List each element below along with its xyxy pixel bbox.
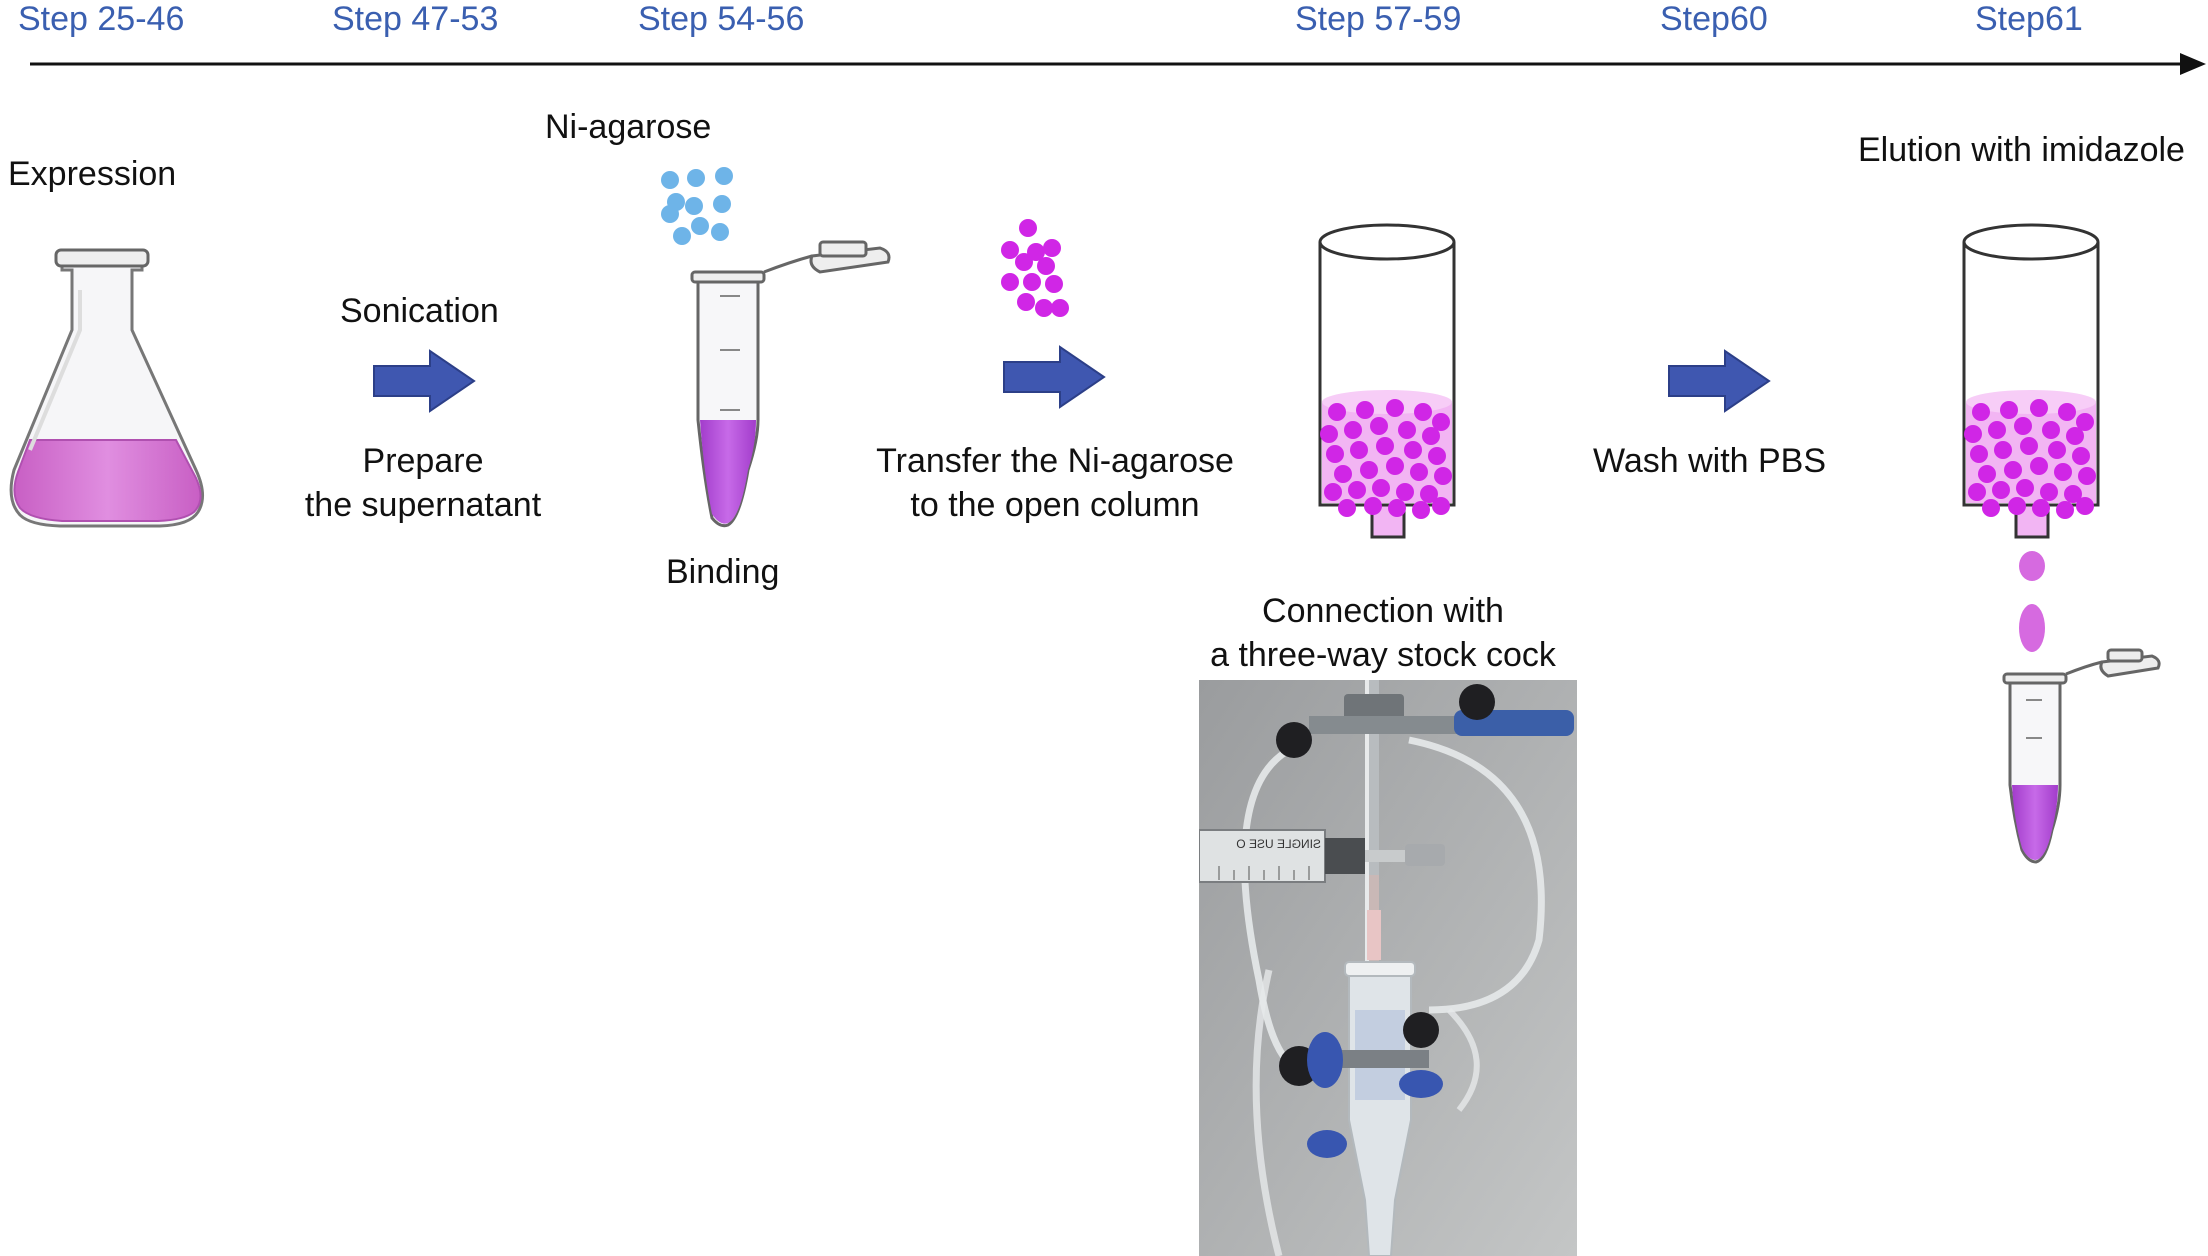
bead [2000, 401, 2018, 419]
label-ni-agarose: Ni-agarose [545, 108, 712, 146]
bead [1404, 441, 1422, 459]
step-label-4: Step 57-59 [1295, 0, 1462, 38]
bead [2004, 461, 2022, 479]
bead [1978, 465, 1996, 483]
eluate-drop [2019, 551, 2045, 581]
bead [1432, 497, 1450, 515]
bead [1386, 457, 1404, 475]
label-transfer: Transfer the Ni-agarose to the open colu… [855, 439, 1255, 527]
bead [1338, 499, 1356, 517]
bead [1386, 399, 1404, 417]
label-connection-line1: Connection with [1262, 592, 1504, 630]
bead [2056, 501, 2074, 519]
bead [1360, 461, 1378, 479]
bead [2014, 417, 2032, 435]
bead [2032, 499, 2050, 517]
bead [2020, 437, 2038, 455]
bead [2078, 467, 2096, 485]
label-connection: Connection with a three-way stock cock [1195, 589, 1571, 677]
bead [1372, 479, 1390, 497]
label-elution: Elution with imidazole [1858, 131, 2185, 169]
label-sonication: Sonication [340, 292, 499, 330]
label-connection-line2: a three-way stock cock [1210, 636, 1556, 674]
bead [2058, 403, 2076, 421]
eluate-drop [2019, 604, 2045, 652]
step-label-1: Step 25-46 [18, 0, 185, 38]
bead [1376, 437, 1394, 455]
bead [2076, 497, 2094, 515]
bead [1420, 485, 1438, 503]
bead [2066, 427, 2084, 445]
bead [1422, 427, 1440, 445]
bead [2048, 441, 2066, 459]
bead [1988, 421, 2006, 439]
bead [1412, 501, 1430, 519]
step-label-6: Step61 [1975, 0, 2083, 38]
bead [2076, 413, 2094, 431]
flask-icon [9, 248, 204, 528]
step-arrow-icon [1003, 345, 1106, 409]
bead [1356, 401, 1374, 419]
bead [1398, 421, 1416, 439]
label-transfer-line1: Transfer the Ni-agarose [876, 442, 1234, 480]
bead [1968, 483, 1986, 501]
bead [1370, 417, 1388, 435]
bead [1994, 441, 2012, 459]
label-wash: Wash with PBS [1593, 442, 1827, 480]
bead [1432, 413, 1450, 431]
timeline-arrow [30, 53, 2206, 75]
bead [1348, 481, 1366, 499]
bead [2072, 447, 2090, 465]
bead [2054, 463, 2072, 481]
bead [1396, 483, 1414, 501]
step-arrow-icon [1668, 349, 1771, 413]
bead [2016, 479, 2034, 497]
step-label-5: Step60 [1660, 0, 1768, 38]
label-transfer-line2: to the open column [910, 486, 1200, 524]
step-label-2: Step 47-53 [332, 0, 499, 38]
beads-icon [1964, 399, 2096, 519]
bead [1964, 425, 1982, 443]
bead [1982, 499, 2000, 517]
bead [1320, 425, 1338, 443]
bead [1364, 497, 1382, 515]
syringe-print: SINGLE USE O [1236, 837, 1321, 851]
bead [2030, 457, 2048, 475]
bead [1326, 445, 1344, 463]
bead [1344, 421, 1362, 439]
bead [2040, 483, 2058, 501]
label-prepare-line1: Prepare [362, 442, 484, 480]
bead [1410, 463, 1428, 481]
bead [1414, 403, 1432, 421]
bead [2008, 497, 2026, 515]
bead [1428, 447, 1446, 465]
label-expression: Expression [8, 155, 177, 193]
bead [1334, 465, 1352, 483]
label-prepare: Prepare the supernatant [260, 439, 586, 527]
photo-apparatus: SINGLE USE O [1199, 680, 1577, 1256]
bead [1992, 481, 2010, 499]
microtube-icon [690, 240, 891, 528]
step-arrow-icon [373, 349, 476, 413]
bead [2042, 421, 2060, 439]
beads-icon [1001, 219, 1069, 317]
bead [2064, 485, 2082, 503]
bead [1970, 445, 1988, 463]
label-prepare-line2: the supernatant [304, 486, 542, 524]
beads-icon [1320, 399, 1452, 519]
bead [1328, 403, 1346, 421]
bead [1350, 441, 1368, 459]
bead [1324, 483, 1342, 501]
bead [1388, 499, 1406, 517]
label-binding: Binding [666, 553, 780, 591]
step-label-3: Step 54-56 [638, 0, 805, 38]
bead [2030, 399, 2048, 417]
microtube-icon [2002, 648, 2161, 864]
beads-icon [661, 167, 733, 245]
bead [1972, 403, 1990, 421]
bead [1434, 467, 1452, 485]
